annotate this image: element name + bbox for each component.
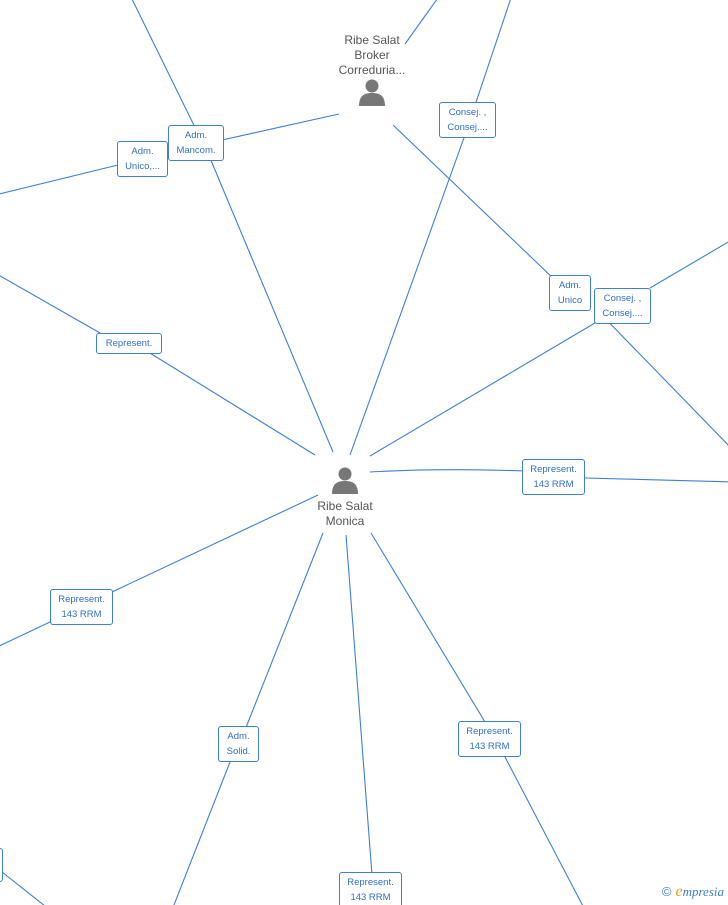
relation-label-line: Consej.... (447, 122, 488, 133)
relation-label-line: Mancom. (176, 145, 216, 156)
relation-label-line: Represent. (530, 464, 577, 475)
edge (404, 0, 438, 45)
relation-label-represent-left[interactable]: Represent. (96, 333, 162, 354)
relation-label-line: 143 RRM (61, 609, 102, 620)
relation-label-line: Represent. (105, 338, 153, 349)
brand-name: mpresia (682, 884, 724, 899)
edge (144, 349, 316, 456)
empresia-watermark: ©empresia (662, 883, 724, 901)
relation-label-represent-143-left[interactable]: Represent. 143 RRM (50, 589, 113, 625)
relation-label-line: Unico (557, 295, 583, 306)
relation-label-consej-right[interactable]: Consej. , Consej.... (594, 288, 651, 324)
edge (345, 534, 373, 876)
edge (349, 134, 466, 456)
copyright-icon: © (661, 884, 672, 899)
person-name: Ribe Salat Monica (293, 499, 397, 529)
person-name: Ribe Salat Broker Correduria... (320, 33, 424, 78)
edge (244, 532, 324, 731)
person-name-line: Correduria... (338, 63, 406, 77)
relation-label-line: Represent. (347, 877, 394, 888)
edge (649, 241, 728, 289)
person-name-line: Ribe Salat (317, 499, 373, 513)
relation-label-line: Adm. (558, 280, 582, 291)
relation-label-adm-solid[interactable]: Adm. Solid. (218, 726, 259, 762)
relation-label-adm-unico-right[interactable]: Adm. Unico (549, 275, 591, 311)
edge (0, 164, 119, 195)
relation-label-represent-143-right[interactable]: Represent. 143 RRM (522, 459, 585, 495)
person-icon (332, 467, 358, 494)
relation-label-consej-top[interactable]: Consej. , Consej.... (439, 102, 496, 138)
relation-label-line: Represent. (466, 726, 513, 737)
relation-label-adm-mancom[interactable]: Adm. Mancom. (168, 125, 224, 161)
relation-label-line: 143 RRM (350, 892, 391, 903)
relation-label-adm-unico-top[interactable]: Adm. Unico,... (117, 141, 168, 177)
edge (369, 469, 526, 473)
person-icon (359, 79, 385, 106)
relation-label-line: 143 RRM (533, 479, 574, 490)
edge (369, 319, 601, 457)
relation-label-line: 143 RRM (469, 741, 510, 752)
relation-label-line: Adm. (184, 130, 208, 141)
edge (392, 124, 556, 281)
brand-initial: e (675, 883, 683, 900)
relation-label-line: Represent. (58, 594, 105, 605)
edge (504, 756, 584, 905)
edge (0, 621, 51, 647)
edge (111, 494, 319, 593)
person-node-broker[interactable]: Ribe Salat Broker Correduria... (320, 33, 424, 111)
relation-label-line: Unico,... (125, 161, 160, 172)
edge (594, 307, 728, 446)
person-name-line: Monica (325, 514, 365, 528)
relation-label-line: Consej. , (603, 293, 642, 304)
relation-label-represent-143-bottom-right[interactable]: Represent. 143 RRM (458, 721, 521, 757)
edge (584, 477, 728, 483)
relation-label-represent-143-bottom[interactable]: Represent. 143 RRM (339, 872, 402, 905)
relation-label-line: Solid. (226, 746, 251, 757)
edge (1, 871, 45, 905)
edge (209, 157, 334, 453)
person-node-monica[interactable]: Ribe Salat Monica (293, 466, 397, 529)
edge (173, 761, 231, 905)
person-name-line: Broker (354, 48, 390, 62)
edge (370, 532, 486, 723)
edge (0, 275, 101, 334)
person-name-line: Ribe Salat (344, 33, 400, 47)
relation-label-fragment[interactable] (0, 848, 3, 882)
relation-label-line: Adm. (131, 146, 154, 157)
relation-label-line: Consej. , (448, 107, 487, 118)
relation-label-line: Consej.... (602, 308, 643, 319)
relation-label-line: Adm. (227, 731, 250, 742)
